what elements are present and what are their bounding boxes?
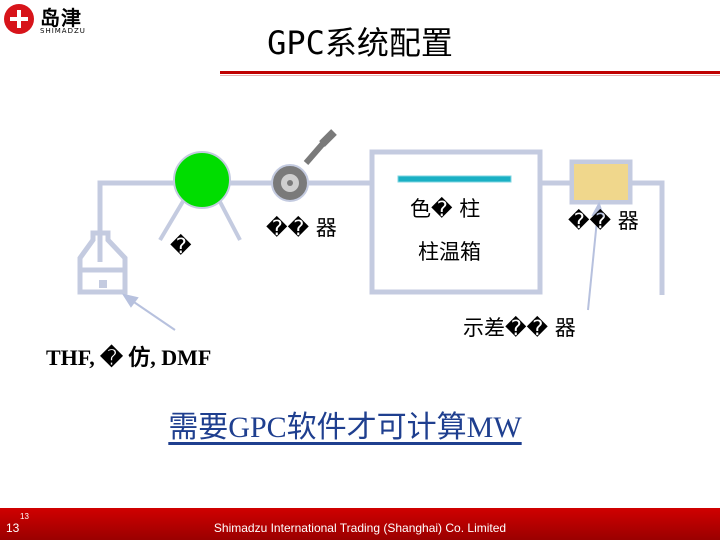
solvent-label: THF, � 仿, DMF <box>46 345 212 370</box>
pump-leg-right <box>216 197 242 241</box>
column-icon <box>397 175 512 183</box>
shimadzu-logo-icon <box>4 4 34 34</box>
column-oven-box <box>369 149 543 295</box>
software-note: 需要GPC软件才可计算MW <box>168 411 522 444</box>
injector-label: �� 器 <box>266 216 337 240</box>
bottle-inlet-filter <box>99 280 107 288</box>
solvent-bottle-outline <box>77 230 128 295</box>
pump-leg-left <box>158 196 187 242</box>
ri-detector-label: 示差�� 器 <box>463 316 576 340</box>
footer-bar <box>0 508 720 540</box>
title-underline-shadow <box>220 75 720 76</box>
pump-label: � <box>170 234 192 258</box>
detector-label: �� 器 <box>568 209 639 233</box>
tube-detector-to-waste <box>630 180 665 295</box>
page-title: GPC系统配置 <box>267 24 453 62</box>
column-label: 色� 柱 <box>410 197 481 221</box>
solvent-pointer-arrowhead <box>121 293 139 308</box>
page-number-small: 13 <box>20 512 29 521</box>
injector-port <box>287 180 293 186</box>
column-oven-label: 柱温箱 <box>418 240 481 264</box>
pump-icon <box>173 151 231 209</box>
injector-syringe-cap <box>319 129 337 147</box>
ri-detector-pointer-line <box>587 209 599 311</box>
logo-english-name: SHIMADZU <box>40 27 86 35</box>
logo-chinese-name: 岛津 <box>40 6 82 30</box>
tube-bottle-to-pump <box>97 180 175 262</box>
detector-icon <box>574 164 628 200</box>
page-number: 13 <box>6 521 20 535</box>
solvent-pointer-line <box>127 297 176 331</box>
footer-company-name: Shimadzu International Trading (Shanghai… <box>213 521 507 535</box>
ri-detector-pointer-arrowhead <box>591 201 605 218</box>
title-underline <box>220 71 720 74</box>
